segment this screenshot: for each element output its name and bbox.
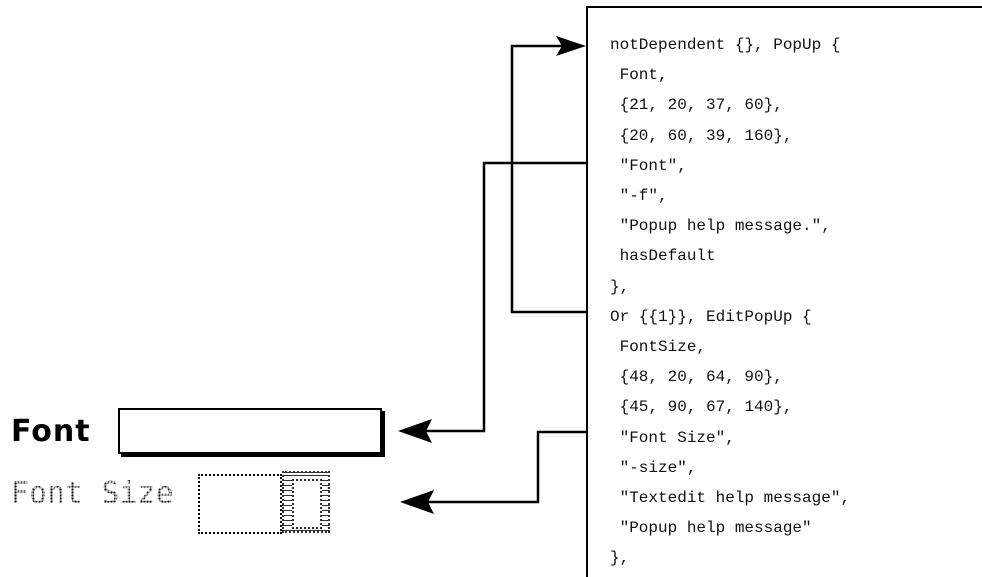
code-line: Or {{1}}, EditPopUp { [610,307,812,326]
code-line: notDependent {}, PopUp { [610,36,841,54]
code-line: "Font", [610,156,687,175]
font-size-popup-button[interactable] [282,471,330,533]
font-size-label: Font Size [11,476,174,511]
font-label: Font [11,414,91,449]
code-panel: notDependent {}, PopUp { Font, {21, 20, … [586,6,982,577]
arrowhead-to-font-size-field [400,490,434,514]
connector-line-font-to-popup-decl [510,44,586,314]
code-line: {20, 60, 39, 160}, [610,126,793,145]
code-line: "Popup help message" [610,519,812,538]
code-line: "Popup help message.", [610,217,831,236]
code-line: "Font Size", [610,428,735,447]
code-line: }, [610,277,630,296]
code-line: {48, 20, 64, 90}, [610,368,783,387]
code-line: "-f", [610,187,668,205]
arrowhead-to-font-popup [398,419,432,443]
arrowhead-to-code [556,36,586,56]
code-line: "Textedit help message", [610,489,851,507]
code-line: {45, 90, 67, 140}, [610,398,793,417]
connector-line-font-title [420,161,586,433]
connector-line-font-size-title [424,430,586,504]
code-line: Font, [610,66,668,85]
code-line: }, [610,549,630,568]
code-line: FontSize, [610,338,707,356]
font-popup-menu[interactable] [118,408,382,454]
font-size-text-field[interactable] [198,474,282,534]
code-line: {21, 20, 37, 60}, [610,96,783,115]
code-line: "-size", [610,458,697,477]
code-line: hasDefault [610,247,716,266]
